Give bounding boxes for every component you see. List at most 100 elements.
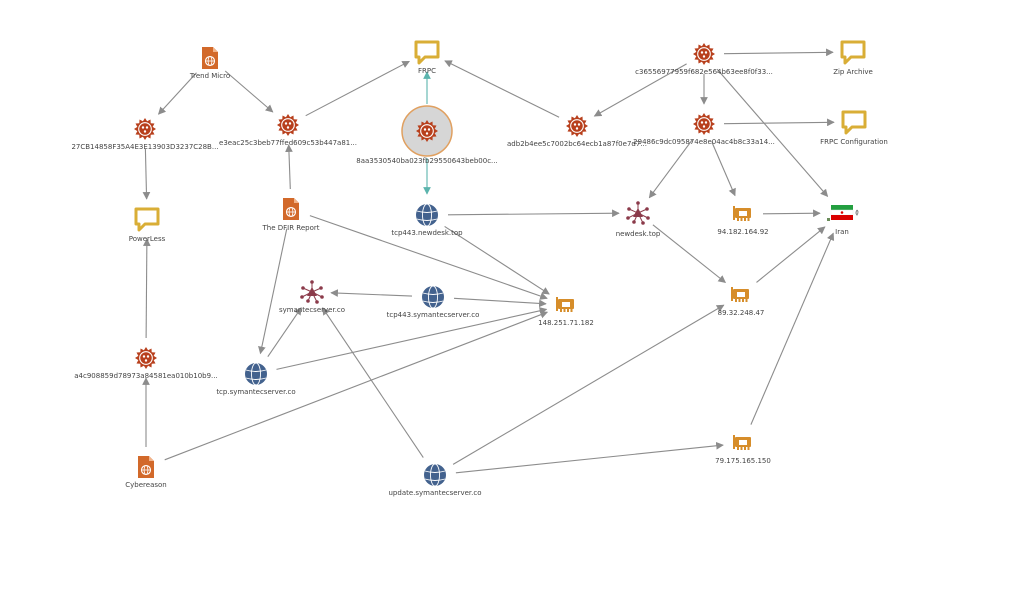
edge-ip-94-to-iran[interactable] — [762, 209, 821, 218]
node-ip-94[interactable]: 94.182.164.92 — [717, 206, 769, 236]
node-update-symantec[interactable]: update.symantecserver.co — [389, 463, 482, 497]
node-label: Cybereason — [125, 481, 166, 489]
malware-icon — [135, 347, 157, 369]
node-adb2[interactable]: adb2b4ee5c7002bc64ecb1a87f0e7d7... — [507, 115, 647, 148]
edge-27cb-to-powerless[interactable] — [142, 148, 151, 200]
malware-icon — [134, 118, 156, 140]
node-label: 29486c9dc095874e8e04ac4b8c33a14... — [633, 138, 775, 146]
node-tcp443-newdesk[interactable]: tcp443.newdesk.top — [391, 203, 463, 237]
edge-dfir-to-ip-148[interactable] — [309, 215, 548, 300]
node-a4c9[interactable]: a4c908859d78973a84581ea010b10b9... — [74, 347, 218, 380]
node-label: tcp443.symantecserver.co — [387, 311, 480, 319]
malware-icon — [566, 115, 588, 137]
node-zip-archive[interactable]: Zip Archive — [833, 40, 873, 76]
edge-2948-to-newdesk[interactable] — [648, 139, 693, 199]
node-label: 27CB14858F35A4E3E13903D3237C28B... — [71, 143, 218, 151]
edge-newdesk-to-ip-89[interactable] — [652, 224, 727, 283]
node-label: Zip Archive — [833, 68, 873, 76]
malware-icon — [693, 43, 715, 65]
globe-icon — [424, 463, 446, 487]
node-tcp443-symantec[interactable]: tcp443.symantecserver.co — [387, 285, 480, 319]
edge-ip-79-to-iran[interactable] — [750, 232, 835, 425]
network-card-icon — [731, 287, 749, 302]
tool-icon — [840, 40, 866, 65]
node-ip-79[interactable]: 79.175.165.150 — [715, 435, 771, 465]
network-icon — [300, 280, 324, 304]
malware-icon — [277, 114, 299, 136]
edge-tcp443-newdesk-to-newdesk[interactable] — [447, 209, 620, 218]
globe-icon — [245, 362, 267, 386]
malware-icon — [693, 113, 715, 135]
node-label: c36556977959f682e564b63ee8f0f33... — [635, 68, 773, 76]
edge-update-symantec-to-symantecserver[interactable] — [322, 307, 424, 458]
node-e3ea[interactable]: e3eac25c3beb77ffed609c53b447a81... — [219, 114, 357, 147]
node-2948[interactable]: 29486c9dc095874e8e04ac4b8c33a14... — [633, 113, 775, 146]
node-label: a4c908859d78973a84581ea010b10b9... — [74, 372, 217, 380]
node-cybereason[interactable]: Cybereason — [125, 456, 167, 489]
node-label: PowerLess — [129, 235, 166, 243]
node-label: update.symantecserver.co — [389, 489, 482, 497]
edge-ip-89-to-iran[interactable] — [756, 226, 826, 283]
edge-c365-to-iran[interactable] — [716, 68, 829, 197]
node-label: The DFIR Report — [261, 224, 319, 232]
globe-icon — [416, 203, 438, 227]
node-ip-89[interactable]: 89.32.248.47 — [718, 287, 765, 317]
node-dfir[interactable]: The DFIR Report — [261, 198, 320, 232]
node-ip-148[interactable]: 148.251.71.182 — [538, 297, 594, 327]
node-label: 8aa3530540ba023fb29550643beb00c... — [356, 157, 497, 165]
edge-update-symantec-to-ip-79[interactable] — [455, 441, 724, 474]
node-newdesk[interactable]: newdesk.top — [616, 201, 661, 238]
report-icon — [283, 198, 299, 220]
edge-trend-micro-to-27cb[interactable] — [157, 72, 197, 115]
edge-tcp443-symantec-to-symantecserver[interactable] — [330, 289, 413, 297]
edge-tcp443-newdesk-to-ip-148[interactable] — [444, 225, 550, 295]
node-iran[interactable]: Iran — [827, 205, 859, 236]
node-tcp-symantec[interactable]: tcp.symantecserver.co — [216, 362, 296, 396]
edge-cybereason-to-ip-148[interactable] — [164, 311, 549, 461]
node-label: 79.175.165.150 — [715, 457, 771, 465]
node-label: Iran — [835, 228, 849, 236]
edge-update-symantec-to-ip-89[interactable] — [452, 304, 725, 465]
edge-c365-to-adb2[interactable] — [593, 63, 687, 117]
node-27cb[interactable]: 27CB14858F35A4E3E13903D3237C28B... — [71, 118, 219, 151]
edge-c365-to-zip-archive[interactable] — [723, 48, 834, 57]
edge-trend-micro-to-e3ea[interactable] — [224, 70, 274, 113]
edges-layer — [142, 48, 835, 474]
edge-2948-to-ip-94[interactable] — [711, 142, 736, 197]
network-card-icon — [733, 206, 751, 221]
node-label: 148.251.71.182 — [538, 319, 594, 327]
node-label: e3eac25c3beb77ffed609c53b447a81... — [219, 139, 357, 147]
edge-tcp-symantec-to-symantecserver[interactable] — [267, 307, 302, 358]
node-powerless[interactable]: PowerLess — [129, 207, 166, 243]
edge-dfir-to-e3ea[interactable] — [285, 144, 293, 190]
report-icon — [138, 456, 154, 478]
network-card-icon — [556, 297, 574, 312]
tool-icon — [414, 40, 440, 65]
node-trend-micro[interactable]: Trend Micro — [189, 47, 230, 80]
node-label: adb2b4ee5c7002bc64ecb1a87f0e7d7... — [507, 140, 647, 148]
edge-2948-to-frpc-config[interactable] — [723, 118, 835, 127]
node-c365[interactable]: c36556977959f682e564b63ee8f0f33... — [635, 43, 773, 76]
edge-e3ea-to-frpc[interactable] — [305, 60, 410, 117]
edge-a4c9-to-powerless[interactable] — [142, 238, 151, 339]
edge-tcp-symantec-to-ip-148[interactable] — [276, 307, 548, 370]
node-8aa3[interactable]: 8aa3530540ba023fb29550643beb00c... — [356, 105, 498, 165]
node-symantecserver[interactable]: symantecserver.co — [279, 280, 345, 314]
edge-tcp443-symantec-to-ip-148[interactable] — [453, 297, 547, 308]
tool-icon — [841, 110, 867, 135]
network-card-icon — [733, 435, 751, 450]
node-label: FRPC — [418, 67, 436, 75]
edge-dfir-to-tcp-symantec[interactable] — [258, 228, 288, 355]
node-label: 89.32.248.47 — [718, 309, 765, 317]
node-frpc[interactable]: FRPC — [414, 40, 440, 75]
globe-icon — [422, 285, 444, 309]
edge-adb2-to-frpc[interactable] — [444, 60, 560, 118]
node-frpc-config[interactable]: FRPC Configuration — [820, 110, 888, 146]
node-label: FRPC Configuration — [820, 138, 888, 146]
network-icon — [626, 201, 650, 225]
iran-flag-icon — [827, 205, 859, 221]
node-label: tcp.symantecserver.co — [216, 388, 295, 396]
